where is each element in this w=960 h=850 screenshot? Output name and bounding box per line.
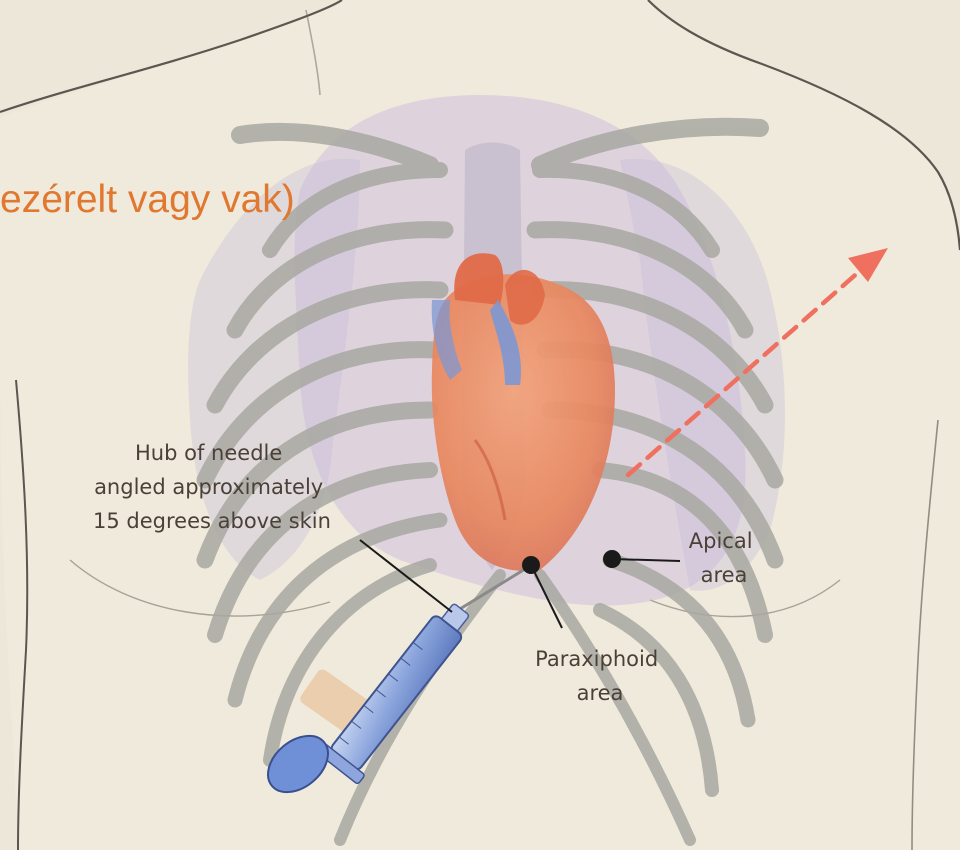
hub-label-line-3: 15 degrees above skin — [93, 509, 331, 533]
paraxiphoid-marker — [522, 556, 540, 574]
hub-label-line-1: Hub of needle — [135, 441, 282, 465]
apical-marker — [603, 550, 621, 568]
overlay-title: ezérelt vagy vak) — [0, 178, 295, 221]
apical-label-line-1: Apical — [689, 529, 753, 553]
paraxiphoid-label-line-1: Paraxiphoid — [535, 647, 658, 671]
paraxiphoid-label-line-2: area — [577, 681, 624, 705]
apical-label-line-2: area — [701, 563, 748, 587]
hub-label-line-2: angled approximately — [94, 475, 323, 499]
